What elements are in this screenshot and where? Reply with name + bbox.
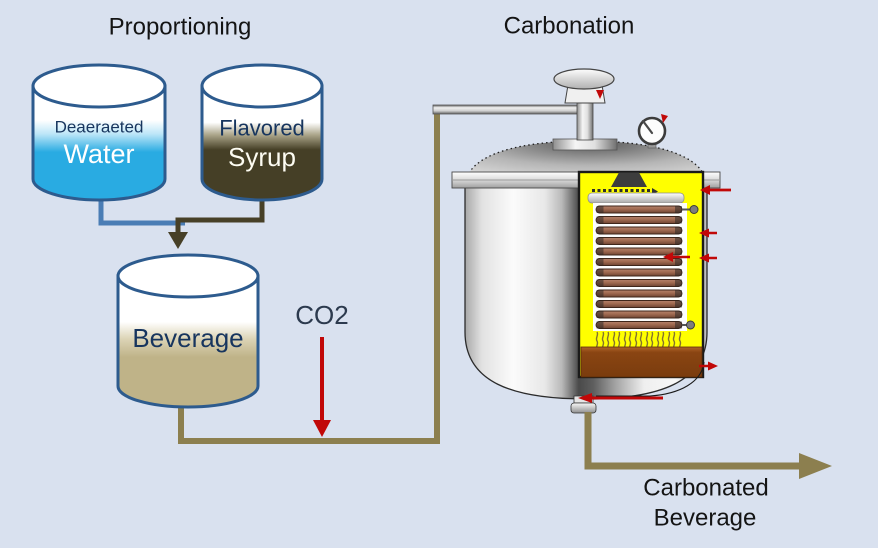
coil-tube	[595, 268, 683, 277]
coil-tube	[595, 216, 683, 224]
bottom-seam-line	[596, 361, 705, 397]
coil-tube	[595, 247, 683, 256]
beverage-tank-top	[116, 253, 260, 299]
coil-tube	[595, 321, 683, 329]
output-label-line2: Beverage	[654, 505, 757, 532]
water-tank-top	[31, 63, 167, 109]
mix-arrow-head	[168, 232, 188, 249]
cooling-coils	[595, 205, 683, 329]
wall-flow-arrow-mid2	[699, 253, 717, 263]
coil-inlet-port	[689, 205, 699, 214]
water-tank-label-bottom: Water	[63, 139, 134, 169]
beverage-tank: Beverage	[116, 253, 260, 409]
water-tank-body	[31, 84, 167, 202]
co2-arrow-head	[313, 420, 331, 437]
beverage-tank-label: Beverage	[132, 323, 243, 353]
gauge-flow-marker	[661, 114, 668, 123]
beverage-pipe	[178, 108, 440, 444]
valve-stem	[576, 98, 594, 141]
syrup-tank: Flavored Syrup	[200, 63, 324, 202]
coil-tube	[595, 310, 683, 319]
coil-tube	[595, 279, 683, 287]
coil-tube	[595, 205, 683, 214]
output-pipe	[584, 412, 800, 470]
falling-streams	[595, 331, 682, 351]
title-proportioning: Proportioning	[109, 14, 252, 41]
syrup-tank-label-bottom: Syrup	[228, 142, 296, 172]
co2-label: CO2	[295, 300, 348, 330]
syrup-tank-label-top: Flavored	[219, 116, 305, 141]
arrow-head	[578, 393, 592, 403]
coil-backing	[593, 203, 687, 331]
coil-outlet-port	[686, 320, 695, 330]
beverage-tank-body	[116, 274, 260, 409]
title-carbonation: Carbonation	[504, 13, 635, 40]
coil-tube	[595, 226, 683, 235]
spray-nozzle	[611, 172, 647, 187]
feed-pipe-metal	[432, 104, 581, 115]
flow-arrows	[578, 185, 731, 403]
syrup-tank-body	[200, 84, 324, 202]
water-tank: Deaeraeted Water	[31, 63, 167, 202]
water-pipe	[98, 192, 185, 226]
arrow-head	[699, 228, 709, 238]
distributor-plate	[587, 192, 685, 204]
output-label-line1: Carbonated	[643, 475, 768, 502]
pressure-gauge-icon	[637, 114, 668, 149]
coil-tube	[595, 289, 683, 298]
coil-flow-arrow	[663, 252, 690, 262]
outlet-nut	[570, 402, 597, 414]
arrow-head	[708, 361, 718, 371]
co2-arrow	[313, 337, 331, 437]
outlet-flow-arrow	[578, 393, 663, 403]
syrup-pipe	[175, 192, 265, 234]
pool-flow-arrow	[699, 361, 718, 371]
output-arrow-head	[799, 453, 832, 479]
vessel-neck	[552, 138, 618, 151]
arrow-head	[663, 252, 673, 262]
water-tank-label-top: Deaeraeted	[55, 118, 144, 137]
syrup-tank-top	[200, 63, 324, 109]
coil-tube	[595, 237, 683, 245]
gauge-needle	[641, 119, 654, 135]
coil-tube	[595, 300, 683, 308]
valve-cap	[553, 68, 615, 90]
vessel-cutaway	[577, 170, 705, 397]
arrow-head	[699, 253, 709, 263]
arrow-head	[700, 185, 710, 195]
wall-flow-arrow-mid1	[699, 228, 717, 238]
wall-flow-arrow-top	[700, 185, 731, 195]
liquid-pool	[580, 346, 703, 378]
valve-flow-marker	[596, 90, 604, 99]
